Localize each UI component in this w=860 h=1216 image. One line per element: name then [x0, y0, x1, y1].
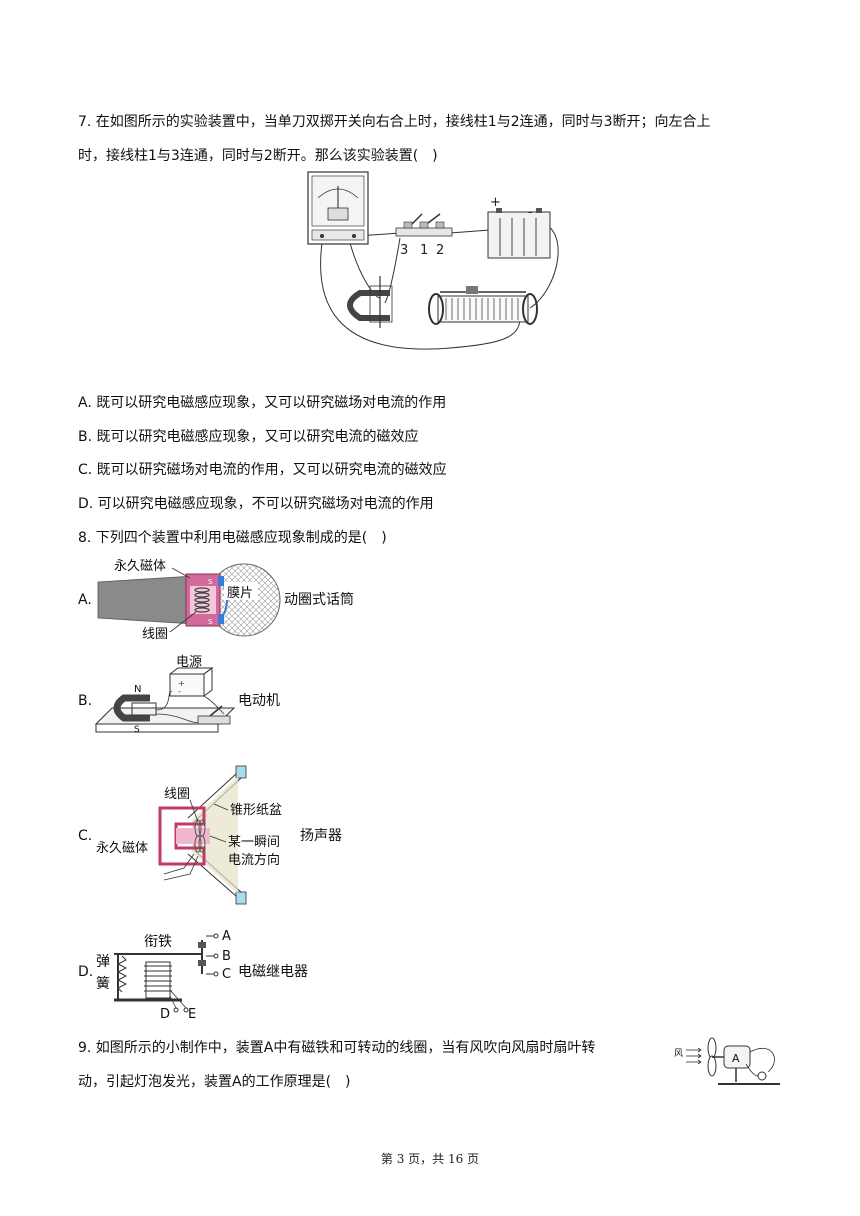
- q7-terminal-1: 1: [420, 243, 428, 258]
- q8-option-d-letter[interactable]: D.: [78, 964, 94, 980]
- q8-c-moment-label: 某一瞬间: [228, 835, 280, 850]
- q8-c-cone-label: 锥形纸盆: [230, 803, 282, 818]
- q7-terminal-2: 2: [436, 243, 444, 258]
- svg-text:+: +: [178, 679, 185, 688]
- q7-battery-plus: +: [490, 195, 501, 210]
- q8-a-s-top: S: [208, 578, 213, 586]
- q8-option-a-letter[interactable]: A.: [78, 592, 92, 608]
- q8-d-d-label: D: [160, 1007, 170, 1022]
- svg-text:-: -: [178, 687, 181, 696]
- q9-figure: 风 A: [674, 1037, 780, 1085]
- q8-d-armature-label: 衔铁: [144, 934, 172, 950]
- q8-a-diaphragm-label: 膜片: [227, 586, 253, 601]
- q8-a-s-bottom: S: [208, 618, 213, 626]
- q8-c-caption: 扬声器: [300, 828, 342, 844]
- q7-stem-line2: 时，接线柱1与3连通，同时与2断开。那么该实验装置( ): [78, 148, 438, 164]
- q8-option-d-figure: 衔铁 弹 簧 A B C D E: [96, 929, 231, 1022]
- q8-d-caption: 电磁继电器: [238, 964, 308, 980]
- q7-option-b[interactable]: B. 既可以研究电磁感应现象，又可以研究电流的磁效应: [78, 429, 419, 445]
- q7-option-d[interactable]: D. 可以研究电磁感应现象，不可以研究磁场对电流的作用: [78, 496, 434, 512]
- q7-option-c[interactable]: C. 既可以研究磁场对电流的作用，又可以研究电流的磁效应: [78, 462, 447, 478]
- q8-d-a-label: A: [222, 929, 231, 944]
- q8-c-current-label: 电流方向: [228, 852, 280, 868]
- q8-d-c-label: C: [222, 967, 231, 982]
- q8-a-magnet-label: 永久磁体: [114, 559, 166, 574]
- q8-stem: 8. 下列四个装置中利用电磁感应现象制成的是( ): [78, 530, 387, 546]
- q9-a-label: A: [732, 1052, 740, 1065]
- q8-b-n-label: N: [134, 684, 141, 695]
- q7-terminal-3: 3: [400, 243, 408, 258]
- q8-b-caption: 电动机: [238, 693, 280, 709]
- q8-c-magnet-label: 永久磁体: [96, 841, 148, 856]
- q7-battery-minus: -: [528, 205, 533, 220]
- q8-c-coil-label: 线圈: [164, 787, 190, 802]
- q7-option-a[interactable]: A. 既可以研究电磁感应现象，又可以研究磁场对电流的作用: [78, 395, 447, 411]
- q9-stem-line1: 9. 如图所示的小制作中，装置A中有磁铁和可转动的线圈，当有风吹向风扇时扇叶转: [78, 1040, 596, 1056]
- q9-stem-line2: 动，引起灯泡发光，装置A的工作原理是( ): [78, 1074, 351, 1090]
- q8-a-coil-label: 线圈: [142, 627, 168, 642]
- q8-option-a-figure: 膜片 S S 永久磁体 线圈: [97, 559, 281, 642]
- q8-d-b-label: B: [222, 949, 231, 964]
- q8-b-s-label: S: [134, 725, 140, 735]
- q8-d-spring-label-1: 弹: [96, 954, 110, 970]
- q8-option-c-letter[interactable]: C.: [78, 828, 93, 844]
- q8-a-caption: 动圈式话筒: [284, 592, 354, 608]
- q8-d-spring-label-2: 簧: [96, 976, 110, 992]
- q8-option-b-figure: 电源 + - N S: [94, 655, 236, 735]
- q7-stem-line1: 7. 在如图所示的实验装置中，当单刀双掷开关向右合上时，接线柱1与2连通，同时与…: [78, 114, 711, 130]
- q8-b-power-label: 电源: [176, 655, 202, 670]
- page-footer: 第 3 页，共 16 页: [380, 1152, 480, 1166]
- q9-wind-label: 风: [674, 1048, 683, 1059]
- q8-option-b-letter[interactable]: B.: [78, 693, 93, 709]
- q8-option-c-figure: 线圈 锥形纸盆 永久磁体 某一瞬间 电流方向: [96, 765, 282, 905]
- q8-d-e-label: E: [188, 1007, 196, 1022]
- q7-figure: 3 1 2 + -: [307, 171, 559, 350]
